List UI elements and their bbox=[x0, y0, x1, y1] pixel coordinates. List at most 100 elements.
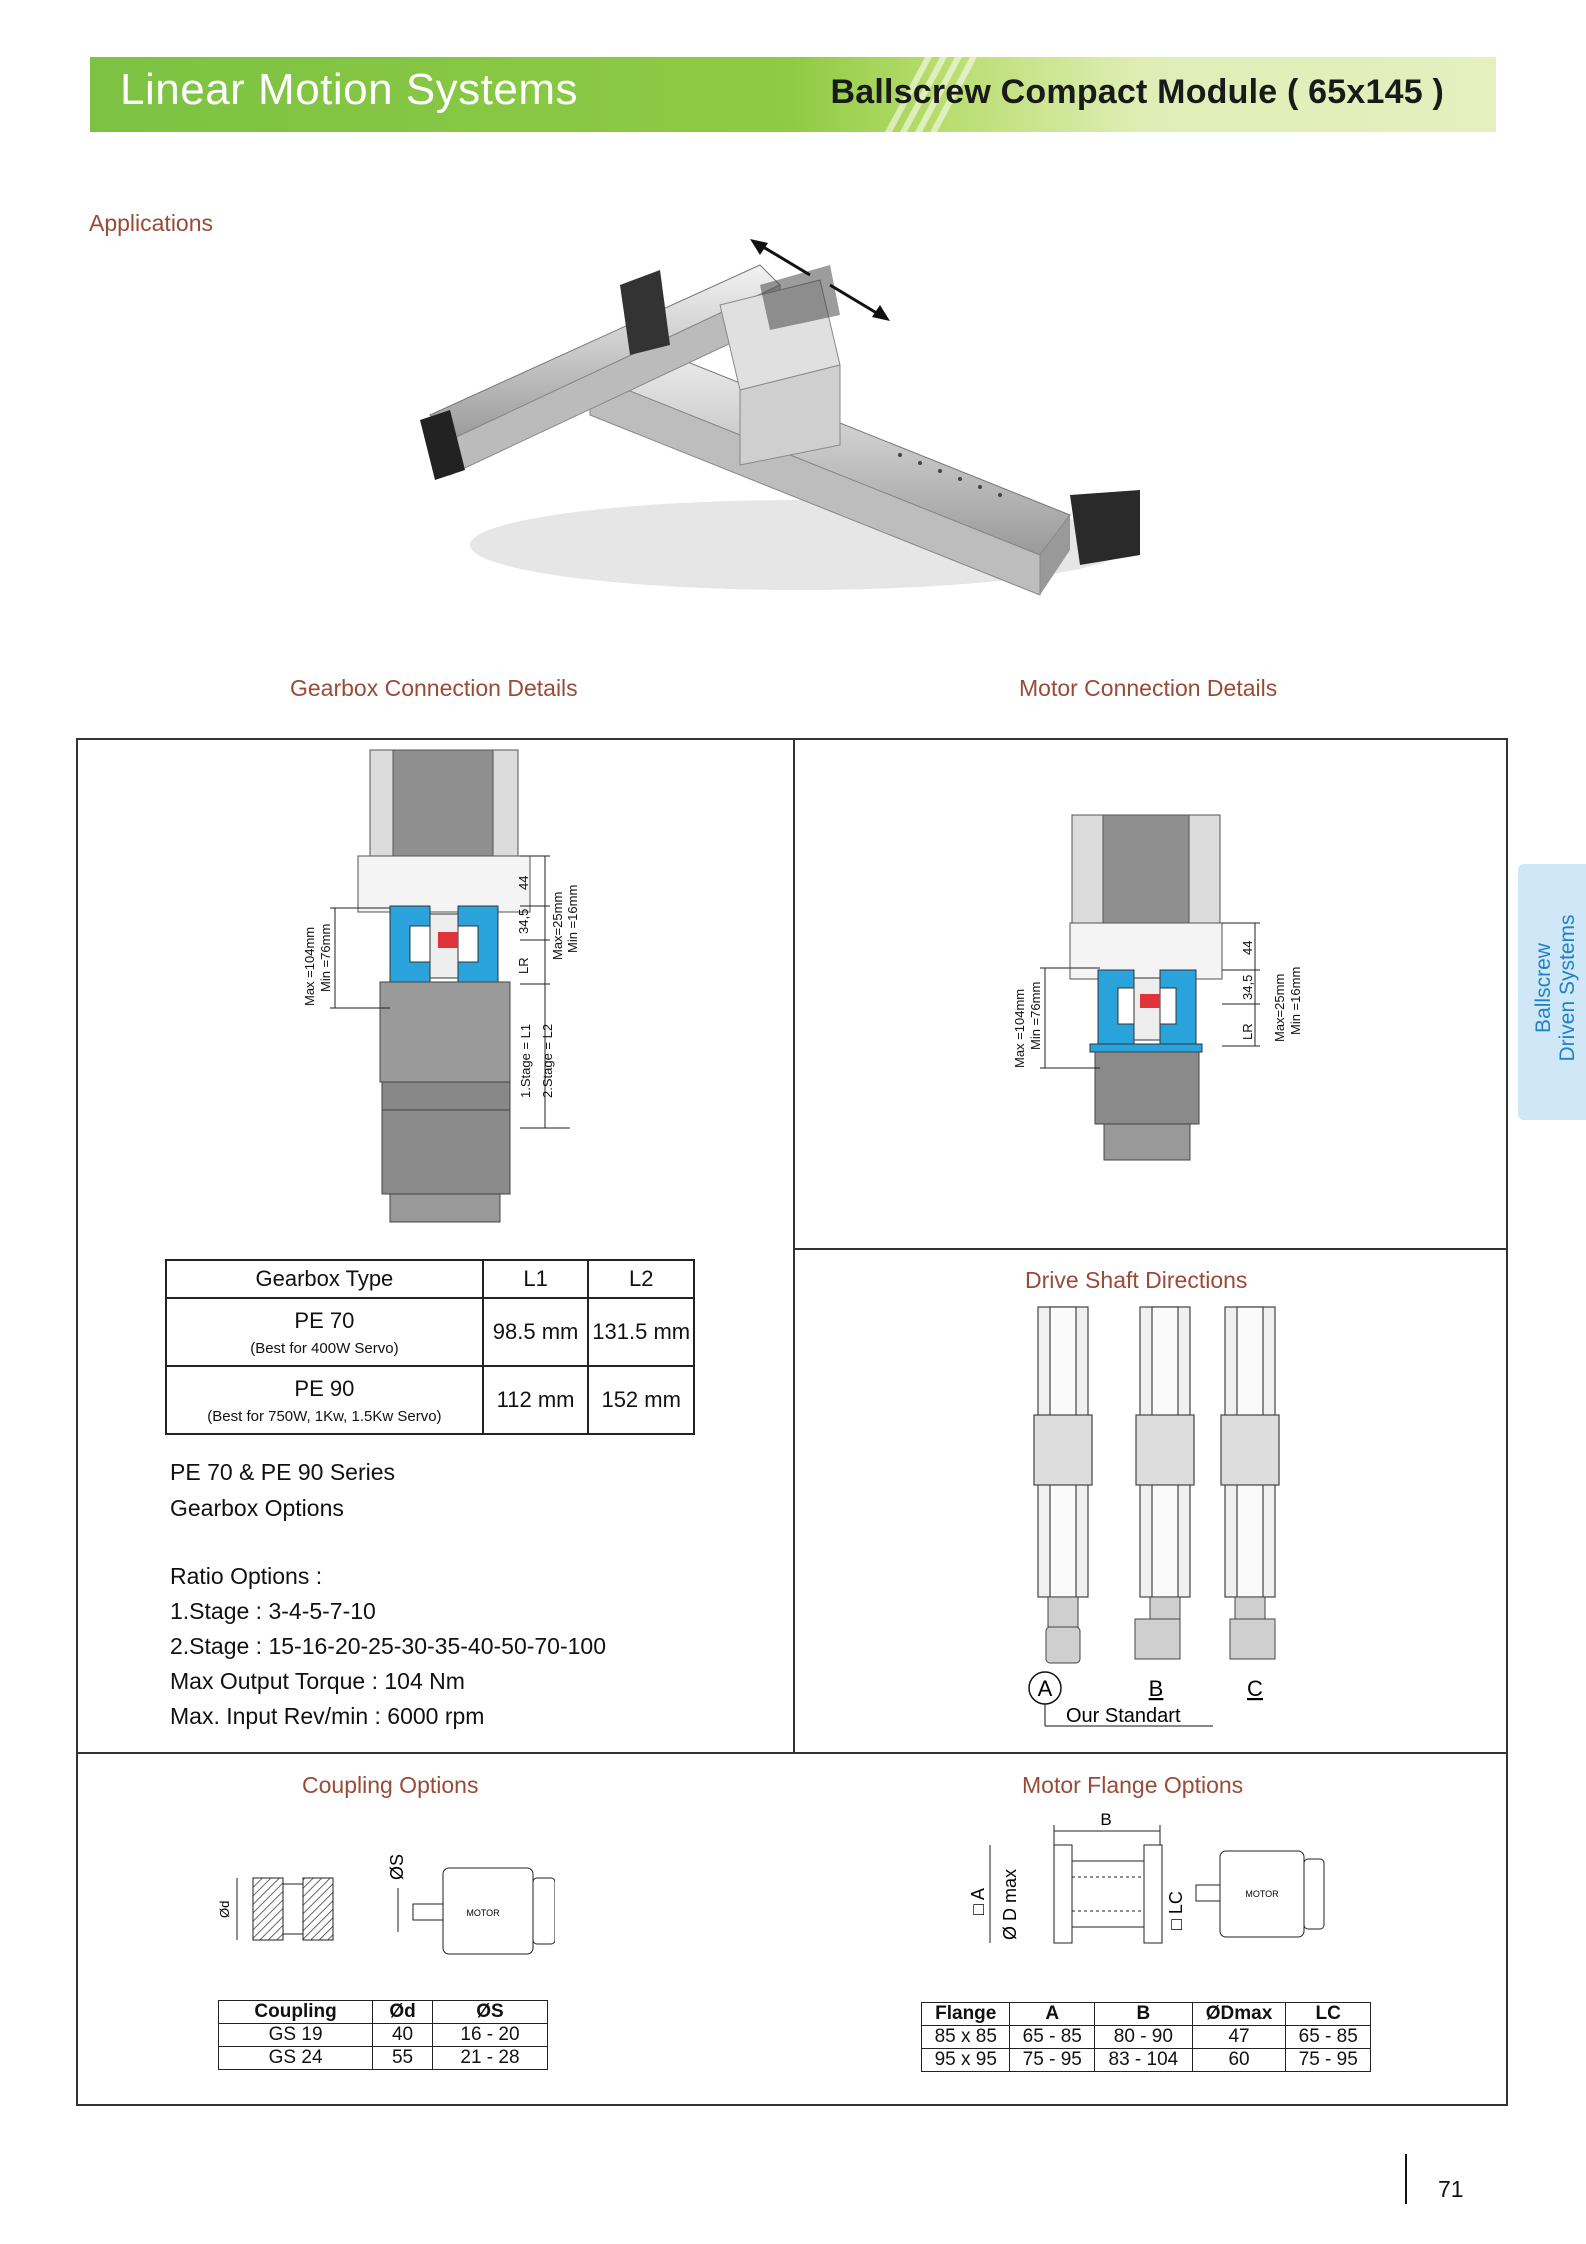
table-cell: GS 24 bbox=[217, 2046, 374, 2070]
coupling-table: Coupling Ød ØS GS 19 40 16 - 20 GS 24 55… bbox=[217, 2000, 549, 2070]
header-stripes-decoration bbox=[885, 57, 977, 132]
gearbox-min-label: Min =76mm bbox=[318, 924, 333, 992]
gearbox-type-name: PE 70 bbox=[294, 1307, 355, 1333]
table-cell: 60 bbox=[1191, 2048, 1287, 2072]
side-tab-line1: Ballscrew bbox=[1532, 943, 1555, 1033]
coupling-os-label: ØS bbox=[387, 1854, 407, 1880]
flange-lc-label: □ LC bbox=[1166, 1891, 1186, 1930]
gearbox-type-note: (Best for 400W Servo) bbox=[250, 1339, 399, 1357]
table-cell: 98.5 mm bbox=[481, 1297, 590, 1367]
coupling-options-title: Coupling Options bbox=[302, 1772, 479, 1798]
details-frame bbox=[76, 738, 1508, 2106]
ratio-options-title: Ratio Options : bbox=[170, 1563, 323, 1589]
ratio-stage1: 1.Stage : 3-4-5-7-10 bbox=[170, 1598, 376, 1624]
coupling-od-label: Ød bbox=[217, 1901, 232, 1918]
gearbox-connection-drawing: Max =104mm Min =76mm 44 34,5 LR Max=25mm… bbox=[302, 749, 580, 1223]
side-chapter-tab[interactable]: Ballscrew Driven Systems bbox=[1518, 864, 1586, 1120]
gearbox-type-note: (Best for 750W, 1Kw, 1.5Kw Servo) bbox=[207, 1407, 442, 1425]
table-header-cell: ØDmax bbox=[1191, 2002, 1287, 2026]
drive-shaft-title: Drive Shaft Directions bbox=[1025, 1267, 1248, 1293]
table-header-row: Flange A B ØDmax LC bbox=[920, 2002, 1371, 2026]
motor-dim-345: 34,5 bbox=[1240, 975, 1255, 1000]
side-tab-text: Ballscrew Driven Systems bbox=[1522, 860, 1586, 1116]
table-cell: 47 bbox=[1191, 2025, 1287, 2049]
flange-motor-label: MOTOR bbox=[1245, 1889, 1279, 1899]
table-row: GS 19 40 16 - 20 bbox=[217, 2023, 549, 2047]
table-cell: 65 - 85 bbox=[1009, 2025, 1096, 2049]
table-row: PE 90 (Best for 750W, 1Kw, 1.5Kw Servo) … bbox=[165, 1365, 695, 1435]
table-row: 85 x 85 65 - 85 80 - 90 47 65 - 85 bbox=[920, 2025, 1371, 2049]
table-header-cell: Flange bbox=[920, 2002, 1011, 2026]
gearbox-series-line2: Gearbox Options bbox=[170, 1495, 344, 1521]
table-cell: 21 - 28 bbox=[431, 2046, 549, 2070]
motor-dim-44: 44 bbox=[1240, 941, 1255, 955]
max-input-rev: Max. Input Rev/min : 6000 rpm bbox=[170, 1703, 485, 1729]
motor-min16: Min =16mm bbox=[1288, 967, 1303, 1035]
table-header-cell: LC bbox=[1285, 2002, 1371, 2026]
table-header-cell: A bbox=[1009, 2002, 1096, 2026]
ratio-stage2: 2.Stage : 15-16-20-25-30-35-40-50-70-100 bbox=[170, 1633, 607, 1659]
frame-divider-horizontal-right bbox=[793, 1248, 1508, 1250]
table-cell: 80 - 90 bbox=[1094, 2025, 1193, 2049]
table-cell: 65 - 85 bbox=[1285, 2025, 1371, 2049]
max-output-torque: Max Output Torque : 104 Nm bbox=[170, 1668, 465, 1694]
table-header-cell: Gearbox Type bbox=[165, 1259, 484, 1299]
applications-label: Applications bbox=[89, 210, 214, 236]
table-row: 95 x 95 75 - 95 83 - 104 60 75 - 95 bbox=[920, 2048, 1371, 2072]
gearbox-min16: Min =16mm bbox=[565, 885, 580, 953]
motor-dim-lr: LR bbox=[1240, 1023, 1255, 1040]
page-number: 71 bbox=[1438, 2176, 1464, 2202]
table-cell: GS 19 bbox=[217, 2023, 374, 2047]
table-cell: 85 x 85 bbox=[920, 2025, 1011, 2049]
page-number-separator bbox=[1405, 2154, 1407, 2204]
gearbox-dim-345: 34,5 bbox=[516, 909, 531, 934]
table-row: GS 24 55 21 - 28 bbox=[217, 2046, 549, 2070]
side-tab-line2: Driven Systems bbox=[1556, 914, 1579, 1062]
motor-connection-drawing: Max =104mm Min =76mm 44 34,5 LR Max=25mm… bbox=[1012, 814, 1303, 1161]
table-header-cell: Coupling bbox=[217, 2000, 374, 2024]
motor-max-label: Max =104mm bbox=[1012, 989, 1027, 1068]
gearbox-stage1: 1.Stage = L1 bbox=[518, 1024, 533, 1098]
motor-connection-title: Motor Connection Details bbox=[1019, 675, 1278, 701]
table-header-row: Coupling Ød ØS bbox=[217, 2000, 549, 2024]
table-header-row: Gearbox Type L1 L2 bbox=[165, 1259, 695, 1299]
table-header-cell: L2 bbox=[587, 1259, 695, 1299]
table-header-cell: ØS bbox=[431, 2000, 549, 2024]
drive-shaft-directions-drawing bbox=[1033, 1306, 1280, 1664]
gearbox-series-line1: PE 70 & PE 90 Series bbox=[170, 1459, 396, 1485]
drive-shaft-labels: A B C Our Standart bbox=[1028, 1671, 1263, 1727]
gearbox-connection-title: Gearbox Connection Details bbox=[290, 675, 578, 701]
drive-shaft-label-b: B bbox=[1149, 1676, 1164, 1701]
table-cell: 75 - 95 bbox=[1285, 2048, 1371, 2072]
page-header-banner: Linear Motion Systems Ballscrew Compact … bbox=[90, 57, 1496, 132]
motor-min-label: Min =76mm bbox=[1028, 982, 1043, 1050]
table-cell: 55 bbox=[372, 2046, 433, 2070]
motor-max25: Max=25mm bbox=[1272, 974, 1287, 1042]
our-standart-label: Our Standart bbox=[1066, 1705, 1181, 1727]
gearbox-max25: Max=25mm bbox=[550, 892, 565, 960]
table-cell: PE 90 (Best for 750W, 1Kw, 1.5Kw Servo) bbox=[165, 1365, 484, 1435]
coupling-drawing: Ød ØS MOTOR bbox=[217, 1854, 555, 1955]
gearbox-max-label: Max =104mm bbox=[302, 927, 317, 1006]
table-cell: PE 70 (Best for 400W Servo) bbox=[165, 1297, 484, 1367]
table-cell: 95 x 95 bbox=[920, 2048, 1011, 2072]
table-header-cell: B bbox=[1094, 2002, 1193, 2026]
frame-divider-horizontal-bottom bbox=[78, 1752, 1508, 1754]
motor-flange-drawing: B □ A Ø D max □ LC MOTOR bbox=[968, 1810, 1325, 1944]
table-header-cell: L1 bbox=[481, 1259, 590, 1299]
flange-a-label: □ A bbox=[968, 1888, 988, 1915]
table-cell: 40 bbox=[372, 2023, 433, 2047]
table-cell: 83 - 104 bbox=[1094, 2048, 1193, 2072]
coupling-motor-label: MOTOR bbox=[466, 1908, 500, 1918]
gearbox-type-table: Gearbox Type L1 L2 PE 70 (Best for 400W … bbox=[165, 1259, 695, 1435]
drive-shaft-label-c: C bbox=[1247, 1676, 1263, 1701]
gantry-application-image bbox=[420, 239, 1140, 596]
drive-shaft-label-a: A bbox=[1038, 1676, 1053, 1701]
table-cell: 112 mm bbox=[481, 1365, 590, 1435]
motor-flange-options-title: Motor Flange Options bbox=[1022, 1772, 1244, 1798]
flange-d-label: Ø D max bbox=[1000, 1869, 1020, 1940]
flange-b-label: B bbox=[1100, 1810, 1111, 1829]
header-title: Linear Motion Systems bbox=[120, 65, 579, 114]
gearbox-type-name: PE 90 bbox=[294, 1375, 355, 1401]
gearbox-stage2: 2.Stage = L2 bbox=[540, 1024, 555, 1098]
